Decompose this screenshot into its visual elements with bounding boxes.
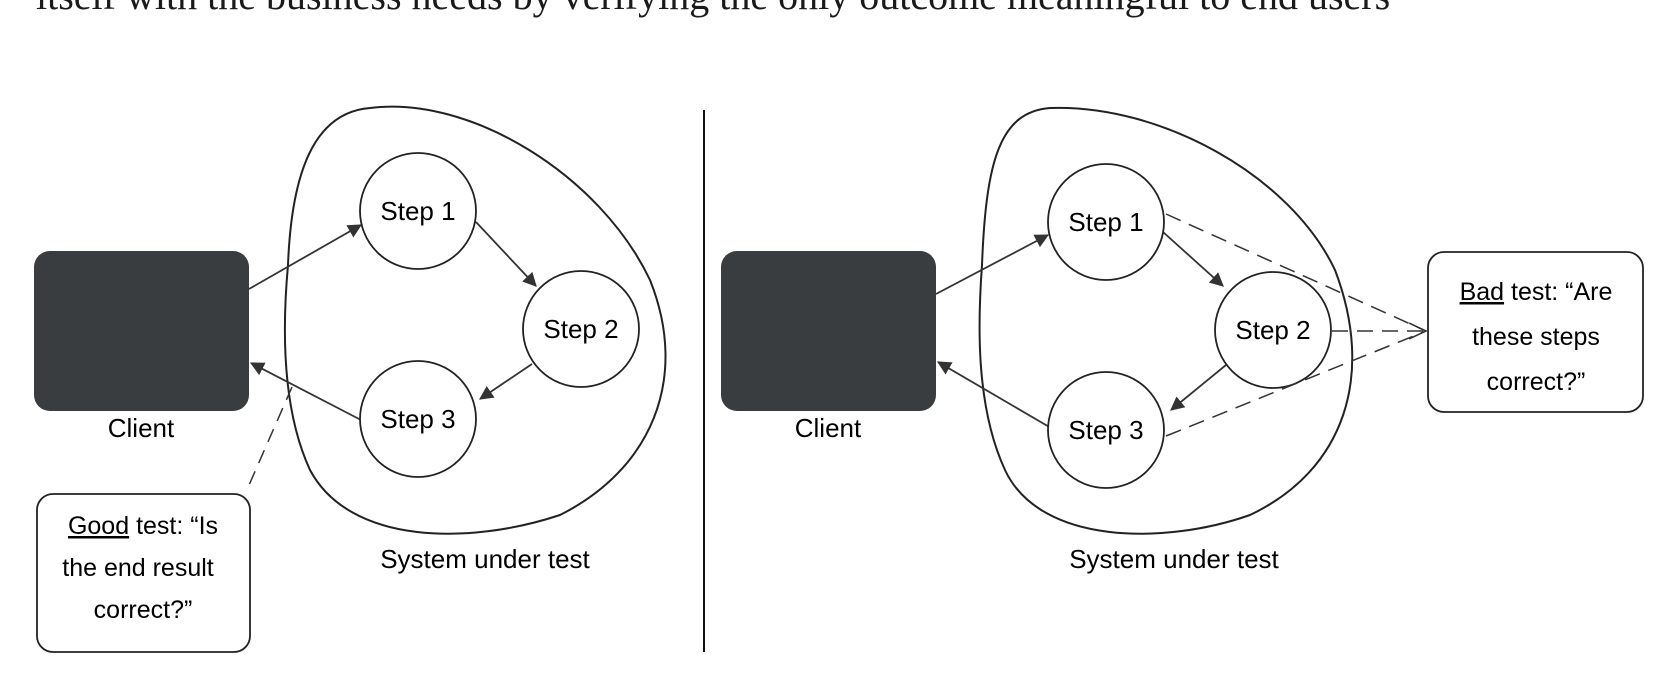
right-bad-test-note	[1427, 251, 1644, 413]
left-note-line1: Good test: “Is	[68, 512, 218, 540]
left-good-test-note	[36, 493, 251, 653]
right-arrow-step1-to-step2	[1162, 231, 1224, 287]
left-note-keyword: Good	[68, 512, 129, 540]
right-arrow-step3-to-client	[936, 361, 1052, 429]
left-arrow-step1-to-step2	[475, 221, 537, 287]
left-system-label: System under test	[380, 544, 590, 574]
left-note-line2: the end result	[62, 554, 214, 582]
left-step1-node	[359, 152, 477, 270]
right-step3-node	[1047, 371, 1165, 489]
right-step2-label: Step 2	[1235, 315, 1310, 345]
right-step1-node	[1047, 163, 1165, 281]
right-note-line1: Bad test: “Are	[1460, 278, 1613, 306]
right-note-line2: these steps	[1472, 323, 1600, 351]
right-step1-label: Step 1	[1068, 207, 1143, 237]
left-note-connector	[245, 386, 293, 493]
left-note-line1-rest: test: “Is	[129, 512, 218, 540]
right-step2-node	[1214, 271, 1332, 389]
right-system-boundary	[978, 106, 1354, 535]
right-system-label: System under test	[1069, 544, 1279, 574]
left-step3-label: Step 3	[380, 404, 455, 434]
left-arrow-step3-to-client	[249, 362, 362, 421]
right-note-line3: correct?”	[1487, 368, 1586, 396]
header-text: itself with the business needs by verify…	[36, 0, 1676, 34]
left-note-line3: correct?”	[94, 596, 193, 624]
left-client-label: Client	[108, 413, 175, 443]
left-arrow-client-to-step1	[248, 224, 363, 290]
left-step3-node	[359, 360, 477, 478]
right-note-connector-step3	[1165, 330, 1427, 437]
right-arrow-step2-to-step3	[1170, 364, 1227, 411]
left-step2-node	[522, 270, 640, 388]
right-note-line1-rest: test: “Are	[1504, 278, 1612, 306]
left-system-boundary	[283, 105, 667, 535]
right-step3-label: Step 3	[1068, 415, 1143, 445]
left-step1-label: Step 1	[380, 196, 455, 226]
right-panel: Client Step 1 Step 2 Step 3 System under…	[721, 106, 1644, 574]
right-arrow-client-to-step1	[935, 234, 1050, 295]
left-panel: Client Step 1 Step 2 Step 3 System under…	[34, 105, 667, 653]
left-arrow-step2-to-step3	[479, 363, 533, 400]
left-step2-label: Step 2	[543, 314, 618, 344]
left-client-box	[34, 251, 249, 411]
right-client-box	[721, 251, 936, 411]
right-note-connector-step1	[1165, 213, 1427, 332]
right-note-keyword: Bad	[1460, 278, 1504, 306]
right-client-label: Client	[795, 413, 862, 443]
